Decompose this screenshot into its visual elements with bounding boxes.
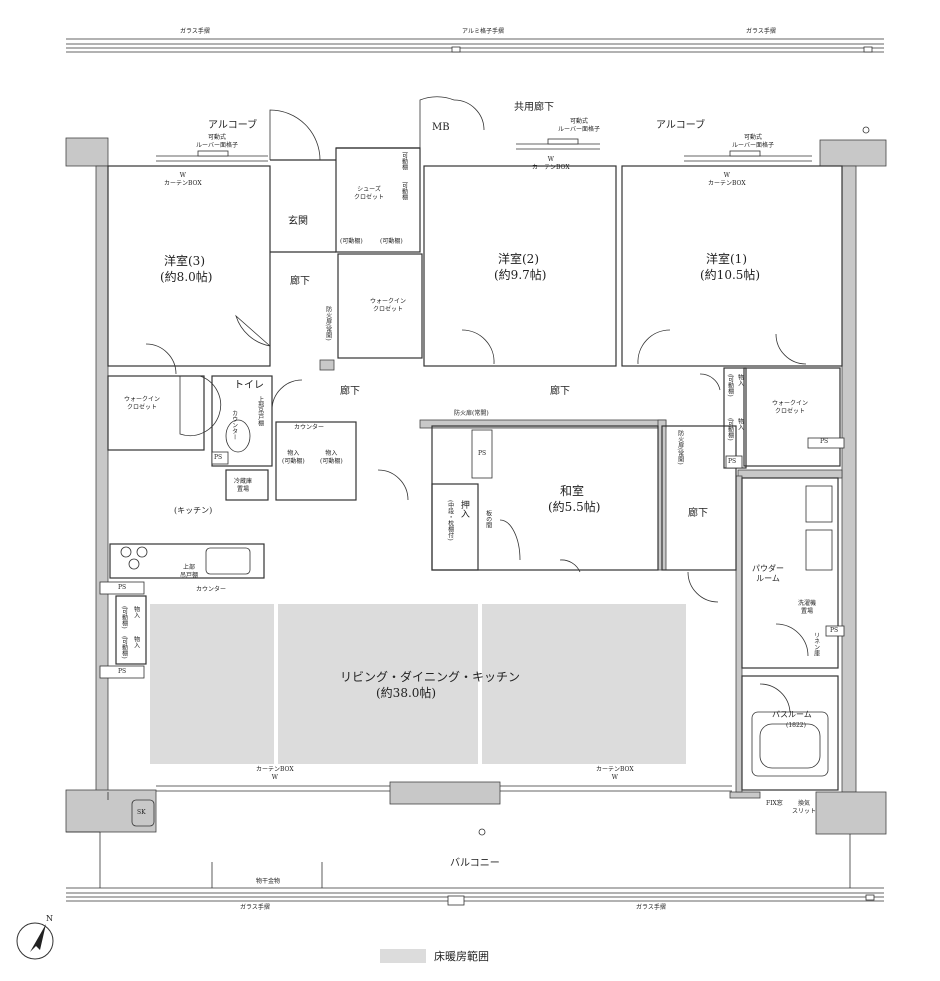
ps-r1-small: PS bbox=[728, 458, 737, 465]
windows bbox=[107, 138, 812, 800]
shoes-shelf-1: (可動棚) bbox=[340, 238, 363, 245]
counter-hall: カウンター bbox=[294, 424, 325, 431]
room1-size: (約10.5帖) bbox=[700, 268, 761, 282]
washitsu-size: (約5.5帖) bbox=[548, 500, 601, 514]
linen-storage: リネン庫 bbox=[812, 632, 820, 656]
legend-text: 床暖房範囲 bbox=[434, 950, 489, 963]
laundry-hanger: 物干金物 bbox=[256, 878, 281, 885]
legend: 床暖房範囲 bbox=[380, 948, 489, 964]
monoire-hall-1: 物入 (可動棚) bbox=[282, 450, 305, 465]
washer-space: 洗濯機 置場 bbox=[798, 600, 817, 615]
glass-rail-bottom-right: ガラス手摺 bbox=[636, 904, 666, 911]
louver-center: 可動式 ルーバー面格子 bbox=[558, 118, 600, 133]
balcony-railing bbox=[66, 831, 884, 906]
sk-label: SK bbox=[137, 809, 146, 816]
monoire-ldk-1b: 物入 bbox=[132, 606, 140, 618]
oshiire-sub: (中段・枕棚付) bbox=[446, 500, 454, 541]
fix-window: FIX窓 bbox=[766, 800, 783, 807]
itanoma-label: 板の間 bbox=[484, 510, 492, 528]
shoes-shelf-v1: 可動棚 bbox=[400, 152, 408, 170]
room2-name: 洋室(2) bbox=[498, 252, 539, 266]
ps-kitchen: PS bbox=[118, 584, 127, 591]
room1-name: 洋室(1) bbox=[706, 252, 747, 266]
curtain-box-r2: W カーテンBOX bbox=[532, 156, 570, 171]
kitchen-upper-cabinet: 上部 吊戸棚 bbox=[180, 564, 199, 579]
shoes-closet: シューズ クロゼット bbox=[354, 186, 385, 201]
louver-right: 可動式 ルーバー面格子 bbox=[732, 134, 774, 149]
monoire-ldk-2b: 物入 bbox=[132, 636, 140, 648]
floor-heating-zones bbox=[150, 604, 686, 764]
curtain-box-ldk-left: カーテンBOX W bbox=[256, 766, 294, 781]
ps-r1: PS bbox=[820, 438, 829, 445]
rouka-washitsu: 廊下 bbox=[688, 508, 708, 519]
room2-size: (約9.7帖) bbox=[494, 268, 547, 282]
shoes-shelf-2: (可動棚) bbox=[380, 238, 403, 245]
monoire-ldk-1: (可動棚) bbox=[120, 606, 128, 629]
washitsu-name: 和室 bbox=[560, 484, 585, 498]
exterior-walls bbox=[65, 137, 887, 835]
monoire-r1-bk: (可動棚) bbox=[726, 418, 734, 441]
rouka-right: 廊下 bbox=[550, 386, 570, 397]
vent-slit: 換気 スリット bbox=[792, 800, 817, 815]
glass-rail-top-left: ガラス手摺 bbox=[180, 28, 210, 35]
walkin-closet-center: ウォークイン クロゼット bbox=[370, 298, 407, 313]
powder-room: パウダー ルーム bbox=[752, 564, 784, 583]
interior-walls bbox=[107, 147, 843, 791]
toilet-counter: カウンター bbox=[230, 410, 238, 440]
monoire-r1-b: 物入 bbox=[736, 418, 744, 430]
kitchen-counter: カウンター bbox=[196, 586, 227, 593]
curtain-box-r3: W カーテンBOX bbox=[164, 172, 202, 187]
walkin-closet-r3: ウォークイン クロゼット bbox=[124, 396, 161, 411]
curtain-box-ldk-right: カーテンBOX W bbox=[596, 766, 634, 781]
ldk-name: リビング・ダイニング・キッチン bbox=[340, 670, 521, 684]
room3-name: 洋室(3) bbox=[164, 254, 205, 268]
louver-left: 可動式 ルーバー面格子 bbox=[196, 134, 238, 149]
fire-door-h: 防火扉(常開) bbox=[454, 410, 489, 417]
fridge-space: 冷蔵庫 置場 bbox=[234, 478, 253, 493]
fire-door-v2: 防火扉(常開) bbox=[676, 430, 684, 465]
compass-n: N bbox=[46, 914, 53, 923]
bathroom-label: バスルーム bbox=[772, 710, 812, 719]
fixtures bbox=[120, 126, 870, 836]
curtain-box-r1: W カーテンBOX bbox=[708, 172, 746, 187]
glass-rail-bottom-left: ガラス手摺 bbox=[240, 904, 270, 911]
monoire-ldk-2: (可動棚) bbox=[120, 636, 128, 659]
ldk-size: (約38.0帖) bbox=[376, 686, 437, 700]
genkan-label: 玄関 bbox=[288, 216, 308, 227]
top-railing bbox=[66, 38, 884, 53]
fire-door-v1: 防火扉(常開) bbox=[324, 306, 332, 341]
alcove-left: アルコーブ bbox=[208, 120, 258, 131]
common-corridor: 共用廊下 bbox=[514, 102, 554, 113]
oshiire-label: 押入 bbox=[458, 500, 469, 518]
legend-swatch bbox=[380, 949, 426, 963]
toilet-upper-cabinet: 上部吊戸棚 bbox=[256, 396, 264, 426]
ps-washitsu: PS bbox=[478, 450, 487, 457]
door-swings bbox=[145, 96, 809, 713]
monoire-r1-ak: (可動棚) bbox=[726, 374, 734, 397]
room3-size: (約8.0帖) bbox=[160, 270, 213, 284]
bath-size: (1822) bbox=[786, 722, 806, 729]
walkin-closet-r1: ウォークイン クロゼット bbox=[772, 400, 809, 415]
ps-ldk: PS bbox=[118, 668, 127, 675]
compass-icon bbox=[16, 922, 54, 960]
shoes-shelf-v2: 可動棚 bbox=[400, 182, 408, 200]
monoire-r1-a: 物入 bbox=[736, 374, 744, 386]
ps-boxes bbox=[99, 429, 845, 679]
rouka-center: 廊下 bbox=[340, 386, 360, 397]
kitchen-label: (キッチン) bbox=[174, 506, 213, 515]
toilet-label: トイレ bbox=[234, 380, 264, 391]
balcony-label: バルコニー bbox=[450, 858, 500, 869]
ps-toilet: PS bbox=[214, 454, 223, 461]
alcove-right: アルコーブ bbox=[656, 120, 706, 131]
glass-rail-top-right: ガラス手摺 bbox=[746, 28, 776, 35]
rouka-entry: 廊下 bbox=[290, 276, 310, 287]
monoire-hall-2: 物入 (可動棚) bbox=[320, 450, 343, 465]
alu-rail-top: アルミ格子手摺 bbox=[462, 28, 504, 35]
ps-powder: PS bbox=[830, 627, 839, 634]
mb-label: MB bbox=[432, 122, 450, 133]
